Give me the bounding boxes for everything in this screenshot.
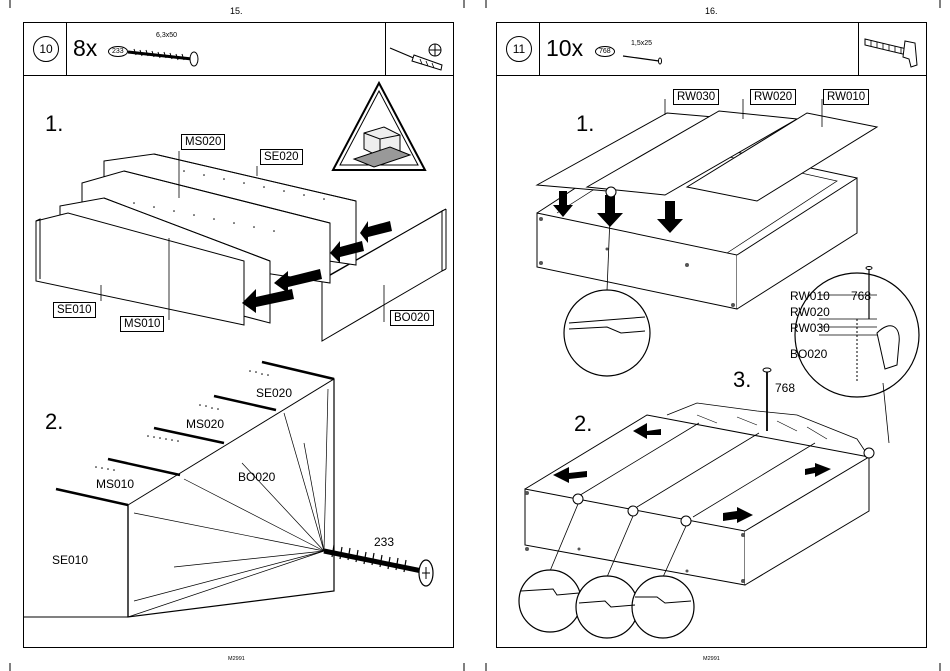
footer-code: M2991: [703, 656, 720, 662]
detail-label-bo020: BO020: [790, 347, 827, 361]
right-page: 16. 11 10x 768 1,5x25 1. 2. 3.: [475, 0, 950, 671]
detail-label-rw030: RW030: [790, 321, 830, 335]
instruction-panel: 11 10x 768 1,5x25 1. 2. 3. 768: [496, 22, 927, 648]
label-rw010: RW010: [823, 89, 869, 105]
nail-768-icon: [763, 368, 771, 431]
label-rw030: RW030: [673, 89, 719, 105]
label-rw020: RW020: [750, 89, 796, 105]
page-number: 16.: [705, 6, 718, 16]
detail-label-rw010: RW010: [790, 289, 830, 303]
detail-label-nail: 768: [851, 289, 871, 303]
detail-label-rw020: RW020: [790, 305, 830, 319]
rw-boards: [537, 111, 877, 201]
assembly-drawing: [497, 23, 928, 649]
